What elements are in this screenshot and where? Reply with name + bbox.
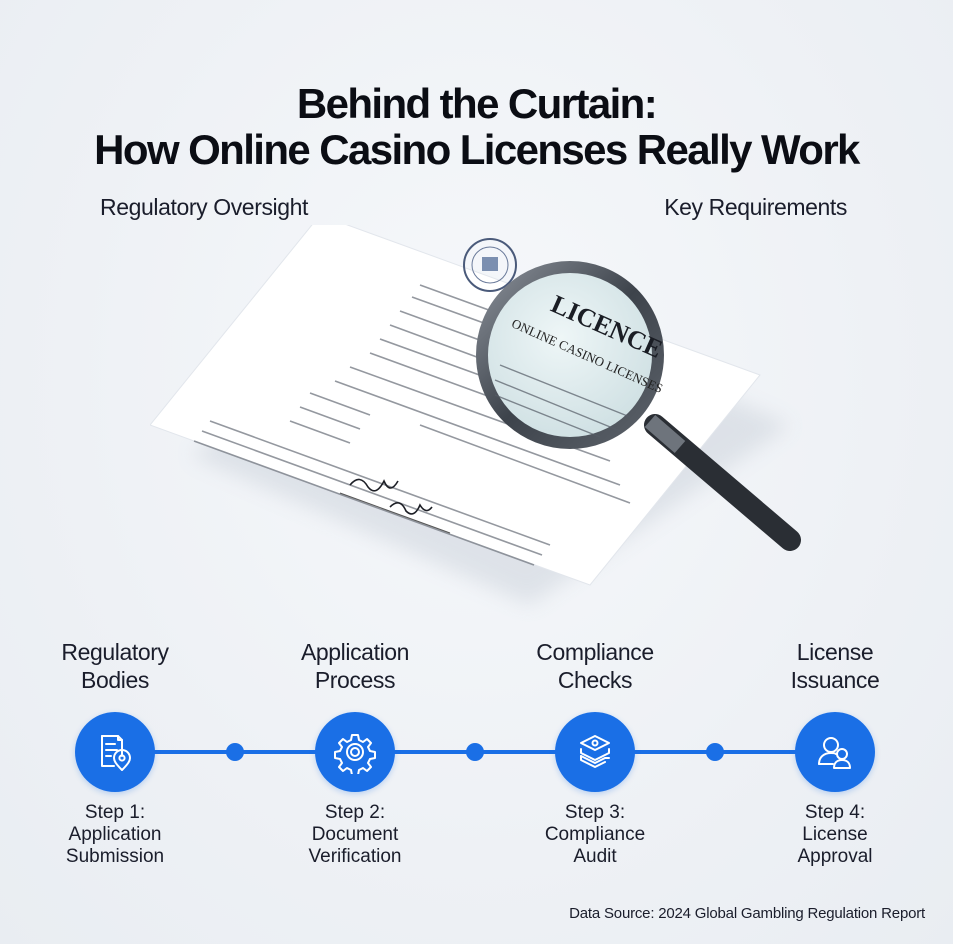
page-title-line2: How Online Casino Licenses Really Work (94, 126, 860, 173)
page-title-line1: Behind the Curtain: (296, 80, 658, 127)
timeline-dot (706, 743, 724, 761)
document-location-icon (101, 735, 131, 771)
step-3-node (555, 712, 635, 792)
subtitle-key-requirements: Key Requirements (664, 194, 847, 220)
gear-icon (334, 734, 376, 774)
timeline-dot (466, 743, 484, 761)
magnifier-lens (476, 261, 664, 449)
step-1-node (75, 712, 155, 792)
step-2-node (315, 712, 395, 792)
step-4-node (795, 712, 875, 792)
seal-icon (463, 238, 517, 292)
users-icon (818, 737, 851, 769)
subtitle-regulatory-oversight: Regulatory Oversight (100, 194, 309, 220)
timeline-dot (226, 743, 244, 761)
signature (349, 478, 433, 515)
data-source-footnote: Data Source: 2024 Global Gambling Regula… (569, 905, 925, 922)
licence-magnifier-illustration: LICENCE ONLINE CASINO LICENSES (150, 225, 801, 605)
layered-stack-icon (580, 735, 610, 768)
